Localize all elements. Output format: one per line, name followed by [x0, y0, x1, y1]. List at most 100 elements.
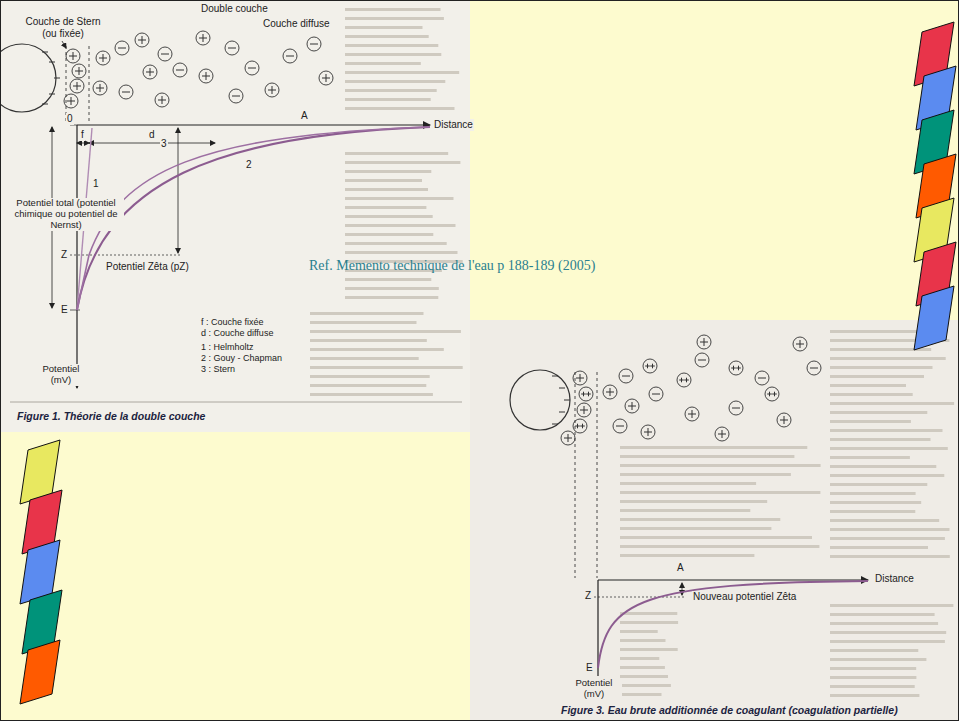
ion — [777, 413, 791, 427]
surface-charge — [54, 78, 60, 79]
ion — [755, 371, 769, 385]
ion-sign — [162, 96, 163, 104]
distance-axis — [598, 579, 868, 580]
ion-sign — [584, 406, 585, 414]
ion — [793, 337, 807, 351]
ion-sign — [161, 54, 169, 55]
ion — [603, 385, 617, 399]
scan-text-line — [310, 357, 419, 360]
scan-text-line — [345, 89, 437, 92]
scan-text-lines — [310, 8, 954, 697]
scan-text-line — [620, 500, 767, 503]
scan-text-line — [345, 161, 460, 164]
ion-sign — [176, 70, 184, 71]
ion — [579, 387, 593, 401]
ion — [677, 373, 691, 387]
scan-text-line — [345, 233, 433, 236]
ion — [225, 41, 239, 55]
ion — [135, 33, 149, 47]
ion — [625, 399, 639, 413]
scan-text-line — [620, 464, 821, 467]
scan-text-line — [345, 179, 422, 182]
ion — [613, 419, 627, 433]
ion — [96, 51, 110, 65]
scan-text-line — [345, 152, 448, 155]
legend-entry: 2 : Gouy - Chapman — [200, 353, 283, 363]
ion-sign — [203, 34, 204, 42]
curve-number: 1 — [92, 178, 100, 190]
ion — [729, 361, 743, 375]
quantity-label: Nouveau potentiel Zêta — [692, 591, 797, 603]
dimension-arrow — [89, 143, 215, 144]
scan-text-line — [345, 278, 431, 281]
scan-text-line — [620, 509, 750, 512]
ion-sign — [686, 378, 687, 383]
ion — [115, 41, 129, 55]
distance-axis — [77, 124, 430, 125]
scan-text-line — [830, 456, 910, 459]
ion-sign — [103, 54, 104, 62]
ion-sign — [122, 92, 130, 93]
ion-sign — [774, 392, 775, 397]
quantity-label: Potentiel Zêta (pZ) — [105, 261, 190, 273]
scan-text-line — [310, 375, 430, 378]
scan-text-line — [830, 649, 918, 652]
figure-3 — [510, 370, 868, 676]
surface-charge — [552, 376, 558, 377]
ion — [155, 93, 169, 107]
scan-text-line — [830, 631, 946, 634]
ion-sign — [732, 408, 740, 409]
scan-text-line — [345, 224, 456, 227]
scan-text-line — [830, 555, 950, 558]
potential-axis — [76, 125, 77, 388]
surface-charge — [42, 52, 48, 53]
ion — [561, 431, 575, 445]
scan-text-line — [830, 474, 944, 477]
ion-sign — [582, 424, 583, 429]
scan-text-line — [310, 339, 427, 342]
scan-text-line — [620, 693, 662, 696]
ion-sign — [228, 48, 236, 49]
ion-sign — [118, 48, 126, 49]
scan-text-line — [345, 80, 445, 83]
decor-stripes — [20, 22, 956, 704]
scan-text-line — [830, 366, 933, 369]
scan-text-line — [830, 685, 915, 688]
scan-panel — [470, 320, 959, 721]
scan-text-line — [620, 536, 812, 539]
scan-text-line — [830, 622, 938, 625]
scan-text-line — [345, 35, 429, 38]
ion — [229, 89, 243, 103]
scan-text-line — [830, 375, 924, 378]
ion-sign — [704, 338, 705, 346]
ion-sign — [310, 44, 318, 45]
ion-sign — [784, 416, 785, 424]
legend-entry: d : Couche diffuse — [200, 328, 274, 338]
scan-text-line — [830, 658, 926, 661]
ion — [245, 61, 259, 75]
scan-text-line — [830, 447, 948, 450]
scan-panel — [0, 0, 470, 432]
ion — [265, 83, 279, 97]
ion — [173, 63, 187, 77]
figure-caption: Figure 1. Théorie de la double couche — [16, 410, 206, 422]
scan-text-line — [620, 527, 771, 530]
scan-text-line — [620, 473, 791, 476]
reference-note: Ref. Memento technique de l'eau p 188-18… — [308, 258, 596, 274]
scan-text-line — [620, 666, 665, 669]
gouy-chapman-curve — [77, 127, 430, 310]
axis-label: Distance — [433, 119, 474, 131]
scan-text-line — [830, 465, 936, 468]
scan-text-line — [345, 242, 447, 245]
dimension-letter: f — [80, 129, 85, 141]
scan-text-line — [620, 612, 677, 615]
ions — [42, 31, 333, 108]
level-line — [70, 255, 182, 256]
ion — [573, 371, 587, 385]
scan-text-line — [830, 604, 953, 607]
axis-label: Distance — [874, 573, 915, 585]
axis-origin: 0 — [66, 113, 74, 125]
scan-text-line — [310, 366, 463, 369]
